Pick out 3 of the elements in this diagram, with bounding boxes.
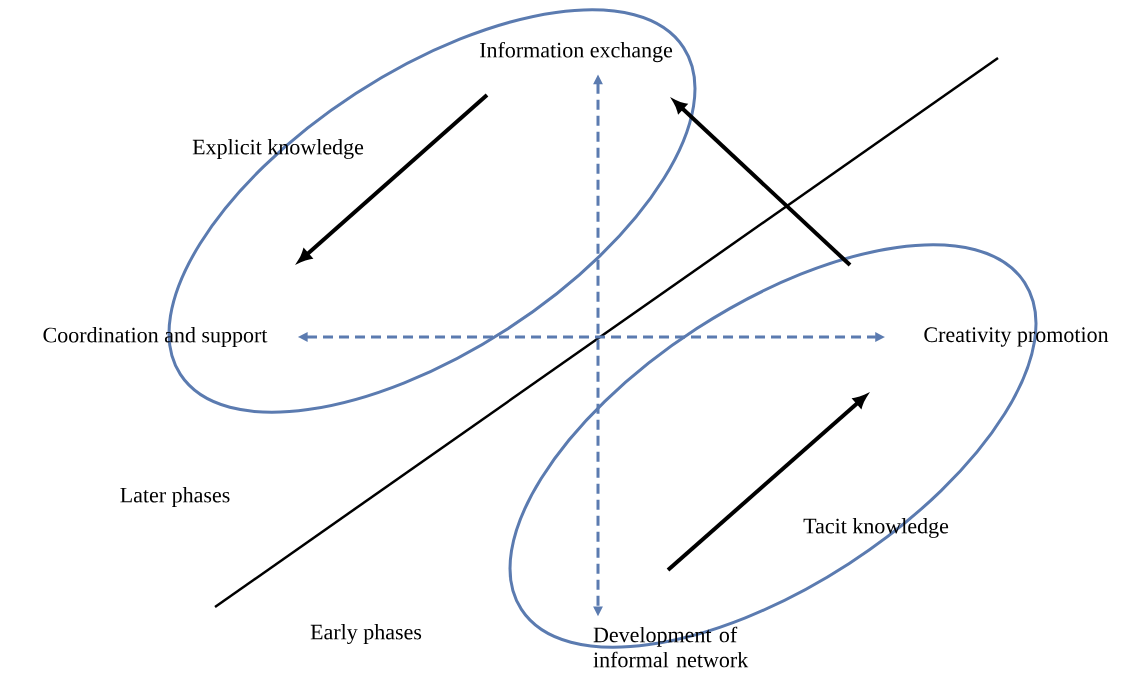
- region-label: Later phases: [120, 487, 230, 507]
- region-label: Early phases: [310, 624, 422, 644]
- axis-label: Information exchange: [480, 41, 673, 63]
